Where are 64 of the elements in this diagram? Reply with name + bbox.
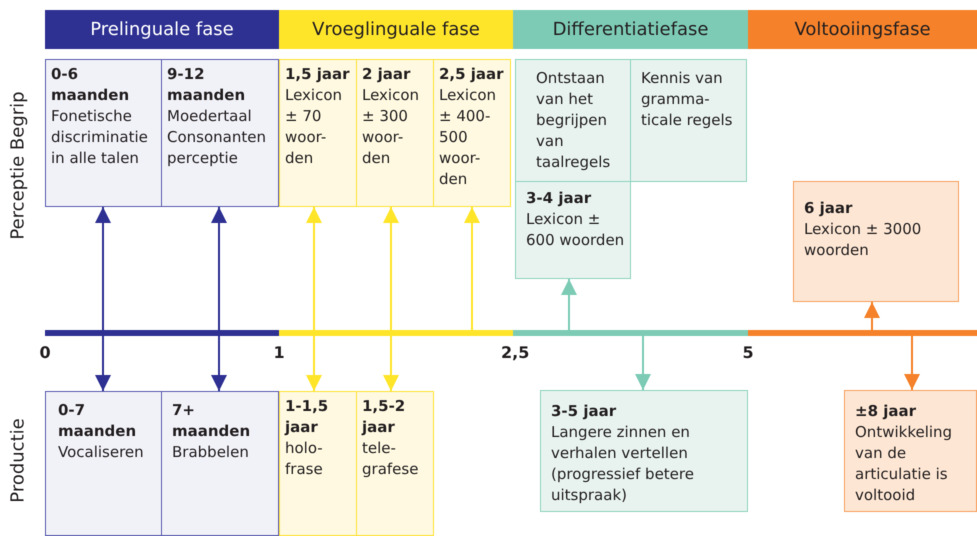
- phase-header: [45, 10, 279, 49]
- stage-box: [279, 391, 357, 536]
- arrow: [635, 336, 651, 390]
- double-arrow: [211, 207, 227, 391]
- stage-description: Lexicon ± 400- 500 woor- den: [439, 85, 498, 190]
- phase-header: [279, 10, 513, 49]
- age-heading: 2,5 jaar: [439, 64, 504, 85]
- tick-label: 0: [40, 342, 51, 362]
- arrow: [561, 279, 577, 330]
- tick-label: 2,5: [501, 342, 530, 362]
- phase-header: [748, 10, 977, 49]
- age-heading: 6 jaar: [804, 198, 852, 219]
- age-heading: ±8 jaar: [855, 401, 916, 422]
- axis-title: Perceptie Begrip: [8, 90, 29, 240]
- stage-description: Moedertaal Consonanten perceptie: [167, 106, 267, 169]
- stage-description: Ontwikkeling van de articulatie is voltooid: [855, 422, 954, 506]
- tick-label: 5: [742, 342, 754, 362]
- stage-description: holo- frase: [285, 438, 324, 480]
- age-heading: 3-5 jaar: [551, 401, 616, 422]
- arrow: [864, 302, 880, 330]
- stage-box: [630, 59, 747, 182]
- stage-description: Ontstaan van het begrijpen van taalregels: [536, 68, 612, 173]
- phase-title: Vroeglinguale fase: [312, 19, 480, 40]
- stage-box: [356, 59, 434, 207]
- stage-description: Vocaliseren: [58, 442, 144, 463]
- age-heading: 0-6 maanden: [51, 64, 130, 106]
- phase-title: Voltooiingsfase: [794, 19, 931, 40]
- age-heading: 2 jaar: [362, 64, 410, 85]
- stage-box: [515, 59, 631, 182]
- stage-description: tele- grafese: [362, 438, 420, 480]
- phase-title: Differentiatiefase: [552, 19, 708, 40]
- age-heading: 0-7 maanden: [58, 400, 138, 442]
- age-heading: 9-12 maanden: [167, 64, 246, 106]
- stage-box: [793, 181, 959, 302]
- stage-description: Brabbelen: [172, 442, 249, 463]
- axis-title: Productie: [8, 418, 29, 502]
- stage-box: [279, 59, 357, 207]
- stage-description: Kennis van gramma- ticale regels: [641, 68, 734, 131]
- age-heading: 3-4 jaar: [526, 188, 592, 209]
- phase-header: [513, 10, 748, 49]
- stage-description: Fonetische discriminatie in alle talen: [51, 106, 149, 169]
- stage-box: [540, 390, 748, 512]
- stage-description: Lexicon ± 70 woor- den: [285, 85, 344, 169]
- stage-box: [844, 390, 977, 512]
- stage-description: Lexicon ± 300 woor- den: [362, 85, 420, 169]
- stage-box: [356, 391, 434, 536]
- double-arrow: [95, 207, 111, 391]
- phase-title: Prelinguale fase: [90, 19, 234, 40]
- stage-box: [515, 181, 631, 279]
- double-arrow: [383, 207, 399, 391]
- stage-box: [433, 59, 511, 207]
- stage-description: Lexicon ± 3000 woorden: [804, 219, 922, 261]
- stage-box: [161, 391, 279, 536]
- arrow: [464, 207, 480, 330]
- age-heading: 1,5 jaar: [285, 64, 350, 85]
- stage-box: [45, 391, 162, 536]
- stage-description: Lexicon ± 600 woorden: [526, 209, 626, 251]
- stage-description: Langere zinnen en verhalen vertellen (progressief betere uitspraak): [551, 422, 695, 506]
- tick-label: 1: [274, 342, 285, 362]
- stage-box: [161, 59, 279, 207]
- arrow: [904, 336, 920, 390]
- double-arrow: [306, 207, 322, 391]
- stage-box: [45, 59, 162, 207]
- age-heading: 7+ maanden: [172, 400, 252, 442]
